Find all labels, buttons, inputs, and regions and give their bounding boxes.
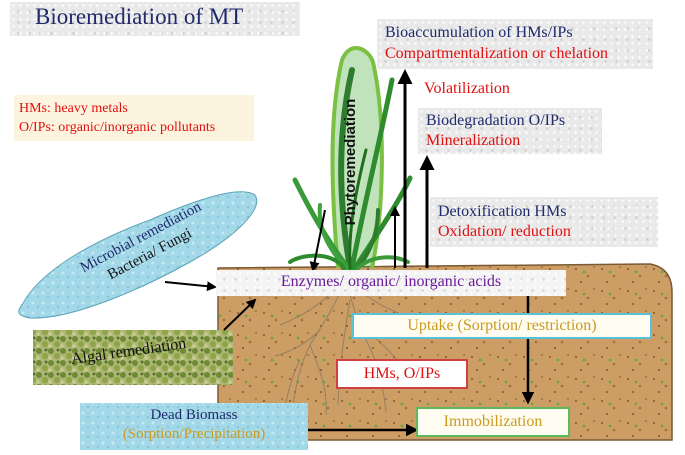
algal-box: [33, 330, 233, 385]
page-title: Bioremediation of MT: [35, 4, 244, 29]
sorption-precipitation-label: (Sorption/Precipitation): [122, 426, 266, 442]
bioaccumulation-box: Bioaccumulation of HMs/IPs Compartmental…: [377, 19, 653, 69]
uptake-box: Uptake (Sorption/ restriction): [352, 313, 652, 339]
arrow-plant-enzymes: [309, 209, 326, 272]
enzymes-box: Enzymes/ organic/ inorganic acids: [216, 270, 566, 296]
arrow-microbial: [164, 281, 217, 292]
pollutants-label: HMs, O/IPs: [363, 365, 441, 382]
dead-biomass-text: Dead Biomass (Sorption/Precipitation): [80, 406, 308, 448]
pollutants-box: HMs, O/IPs: [336, 359, 468, 389]
arrow-algal: [223, 298, 257, 331]
uptake-label: Uptake (Sorption/ restriction): [407, 317, 597, 334]
biodegradation-label: Biodegradation O/IPs: [426, 112, 566, 129]
detoxification-label: Detoxification HMs: [438, 203, 567, 220]
legend-hms: HMs: heavy metals: [19, 101, 128, 116]
enzymes-label: Enzymes/ organic/ inorganic acids: [280, 273, 502, 290]
oxidation-label: Oxidation/ reduction: [438, 223, 571, 240]
immobilization-label: Immobilization: [443, 413, 543, 430]
title-box: Bioremediation of MT: [10, 2, 300, 36]
mineralization-label: Mineralization: [426, 132, 521, 149]
detoxification-box: Detoxification HMs Oxidation/ reduction: [430, 197, 658, 247]
compartmentalization-label: Compartmentalization or chelation: [385, 45, 609, 62]
phytoremediation-box: Phytoremediation: [342, 67, 364, 257]
dead-biomass-box: [80, 403, 308, 450]
volatilization-box: Volatilization: [424, 80, 544, 102]
biodegradation-box: Biodegradation O/IPs Mineralization: [418, 108, 602, 154]
microbial-blob: [18, 191, 258, 319]
phytoremediation-label: Phytoremediation: [342, 98, 359, 226]
legend-oips: O/IPs: organic/inorganic pollutants: [19, 120, 216, 135]
immobilization-box: Immobilization: [416, 407, 570, 437]
bioaccumulation-label: Bioaccumulation of HMs/IPs: [385, 24, 573, 41]
legend-box: HMs: heavy metals O/IPs: organic/inorgan…: [14, 95, 254, 141]
volatilization-label: Volatilization: [424, 80, 510, 97]
dead-biomass-label: Dead Biomass: [150, 407, 238, 423]
